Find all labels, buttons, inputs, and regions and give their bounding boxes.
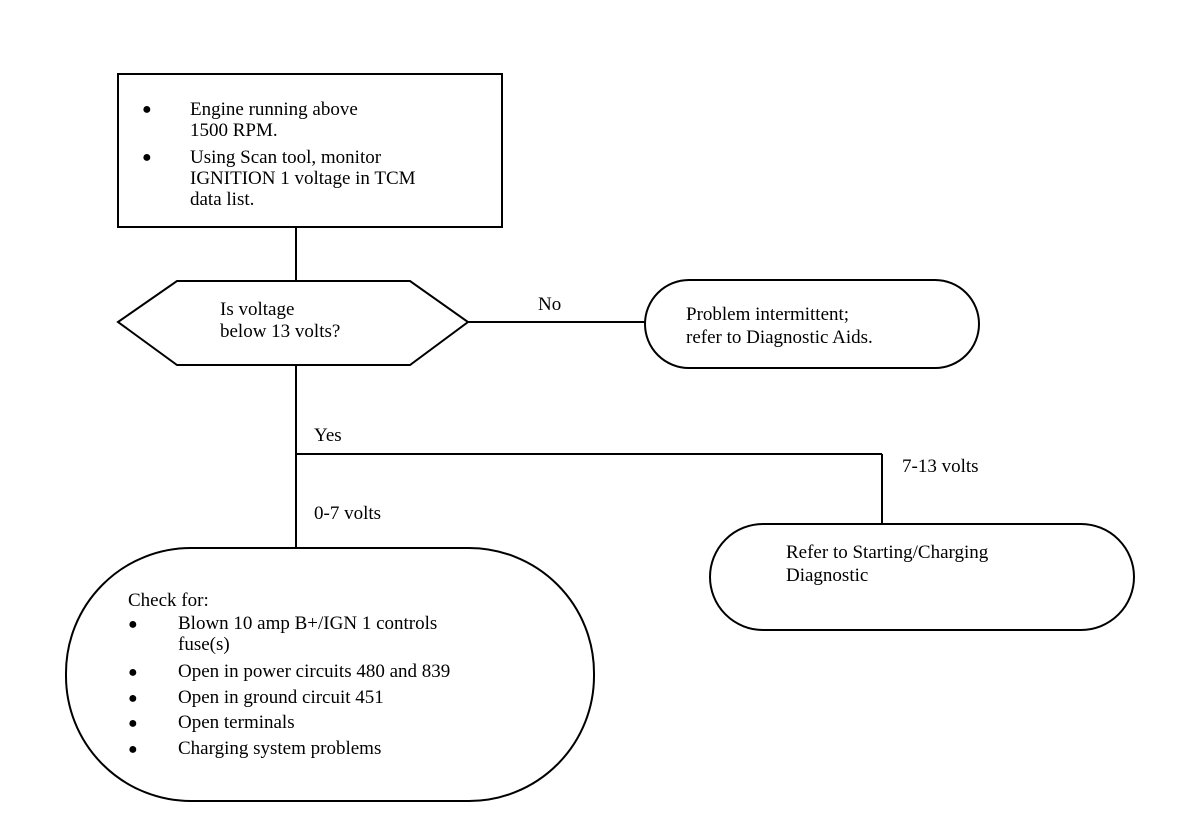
start-bullet-1: ●: [142, 101, 152, 118]
decision-line-2: below 13 volts?: [220, 321, 341, 342]
intermittent-terminal: [644, 279, 980, 369]
start-item-1-line-2: 1500 RPM.: [190, 120, 278, 141]
decision-line-1: Is voltage: [220, 299, 295, 320]
check-bullet-3: ●: [128, 690, 138, 707]
start-item-2-line-1: Using Scan tool, monitor: [190, 147, 382, 168]
start-item-1-line-1: Engine running above: [190, 99, 358, 120]
check-item-5: Charging system problems: [178, 738, 382, 759]
starting-line-2: Diagnostic: [786, 565, 869, 586]
start-item-2-line-2: IGNITION 1 voltage in TCM: [190, 168, 416, 189]
start-item-2-line-3: data list.: [190, 189, 255, 210]
start-box: [117, 73, 503, 228]
edge-label-yes: Yes: [314, 425, 342, 446]
check-bullet-2: ●: [128, 664, 138, 681]
edge-label-high: 7-13 volts: [902, 456, 979, 477]
check-item-1-line-1: Blown 10 amp B+/IGN 1 controls: [178, 613, 438, 634]
check-item-2: Open in power circuits 480 and 839: [178, 661, 451, 682]
check-item-1-line-2: fuse(s): [178, 634, 230, 655]
starting-line-1: Refer to Starting/Charging: [786, 542, 989, 563]
check-item-3: Open in ground circuit 451: [178, 687, 384, 708]
check-item-4: Open terminals: [178, 712, 295, 733]
check-title: Check for:: [128, 590, 209, 611]
starting-terminal: [709, 523, 1135, 631]
intermittent-line-2: refer to Diagnostic Aids.: [686, 327, 873, 348]
check-bullet-4: ●: [128, 715, 138, 732]
check-terminal: [65, 547, 595, 802]
edge-label-low: 0-7 volts: [314, 503, 382, 524]
check-bullet-1: ●: [128, 616, 138, 633]
edge-label-no: No: [538, 294, 562, 315]
intermittent-line-1: Problem intermittent;: [686, 304, 850, 325]
check-bullet-5: ●: [128, 741, 138, 758]
start-bullet-2: ●: [142, 149, 152, 166]
